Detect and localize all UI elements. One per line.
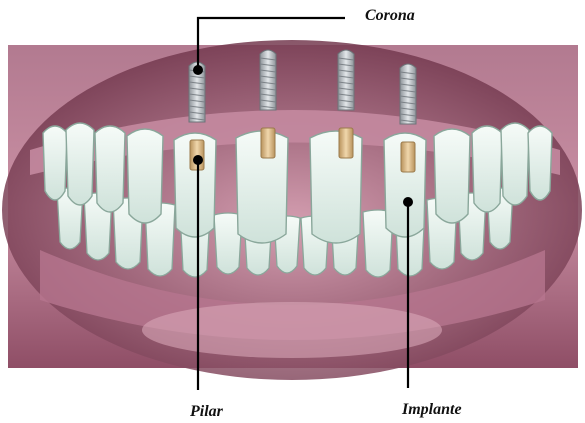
corona-dot	[193, 65, 203, 75]
corona-label: Corona	[365, 8, 415, 24]
implant	[400, 64, 416, 172]
pilar-label: Pilar	[190, 404, 223, 420]
upper-tooth	[501, 123, 529, 205]
upper-tooth	[310, 131, 362, 243]
upper-tooth	[43, 126, 67, 200]
implant	[260, 50, 276, 158]
upper-tooth	[95, 126, 125, 212]
implante-label: Implante	[402, 402, 462, 418]
upper-tooth	[472, 126, 502, 212]
upper-tooth	[434, 129, 470, 223]
abutment	[401, 142, 415, 172]
implant	[189, 62, 205, 170]
upper-tooth	[66, 123, 94, 205]
upper-tooth	[528, 126, 552, 200]
upper-tooth	[127, 129, 163, 223]
implant	[338, 50, 354, 158]
pilar-dot	[193, 155, 203, 165]
implante-dot	[403, 197, 413, 207]
abutment	[339, 128, 353, 158]
abutment	[261, 128, 275, 158]
